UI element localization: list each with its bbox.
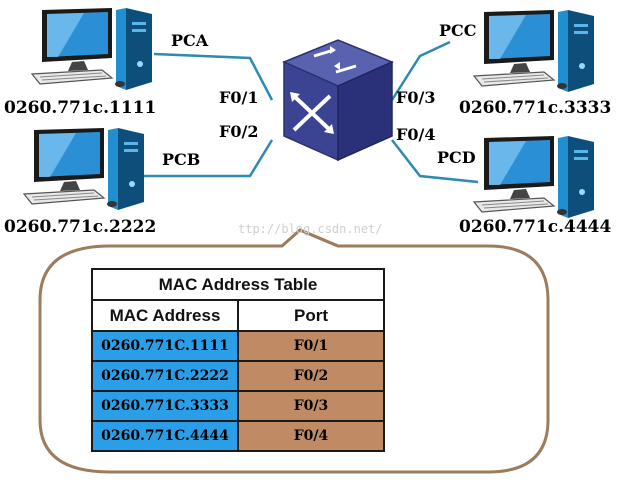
table-row: 0260.771C.4444 F0/4: [91, 420, 385, 452]
pca-label: PCA: [171, 31, 209, 50]
table-title: MAC Address Table: [91, 268, 385, 301]
pcb-label: PCB: [162, 150, 201, 169]
table-row: 0260.771C.1111 F0/1: [91, 330, 385, 362]
mac-address-table: MAC Address Table MAC Address Port 0260.…: [91, 268, 385, 452]
pcc-label: PCC: [439, 21, 477, 40]
mac-cell: 0260.771C.4444: [91, 420, 239, 452]
column-header-mac: MAC Address: [91, 299, 239, 332]
pcb-port-label: F0/2: [219, 122, 259, 141]
cable-pcb: [134, 139, 274, 178]
cable-pcc: [390, 40, 451, 101]
pcb-mac-label: 0260.771c.2222: [4, 217, 157, 237]
table-row: 0260.771C.3333 F0/3: [91, 390, 385, 422]
pcc-port-label: F0/3: [396, 88, 436, 107]
pcb-computer-icon: [23, 127, 145, 211]
pca-port-label: F0/1: [219, 88, 259, 107]
port-cell: F0/1: [237, 330, 385, 362]
pcc-computer-icon: [473, 9, 595, 93]
pca-mac-label: 0260.771c.1111: [4, 98, 157, 118]
pcd-label: PCD: [437, 148, 476, 167]
mac-cell: 0260.771C.3333: [91, 390, 239, 422]
pcd-port-label: F0/4: [396, 125, 436, 144]
port-cell: F0/2: [237, 360, 385, 392]
switch-icon: [282, 39, 394, 162]
cable-pca: [153, 52, 274, 101]
watermark-text: ttp://blog.csdn.net/: [238, 222, 383, 236]
port-cell: F0/4: [237, 420, 385, 452]
mac-cell: 0260.771C.2222: [91, 360, 239, 392]
cable-pcd: [391, 139, 479, 184]
pca-computer-icon: [31, 7, 153, 91]
port-cell: F0/3: [237, 390, 385, 422]
cables: [134, 40, 479, 184]
pcc-mac-label: 0260.771c.3333: [459, 98, 612, 118]
column-header-port: Port: [237, 299, 385, 332]
pcd-computer-icon: [473, 135, 595, 219]
pcd-mac-label: 0260.771c.4444: [459, 217, 612, 237]
table-row: 0260.771C.2222 F0/2: [91, 360, 385, 392]
mac-cell: 0260.771C.1111: [91, 330, 239, 362]
